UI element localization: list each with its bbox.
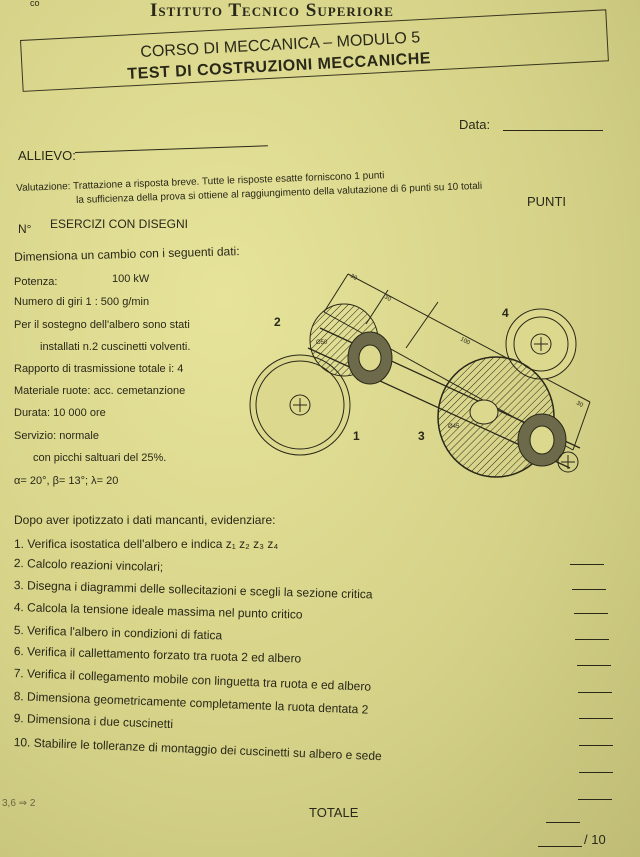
material-spec: Materiale ruote: acc. cemetanzione — [14, 385, 186, 397]
evaluation-label: Valutazione: — [16, 181, 71, 194]
problem-intro: Dimensiona un cambio con i seguenti dati… — [14, 244, 240, 264]
duration-spec: Durata: 10 000 ore — [14, 407, 106, 419]
task-3: 3. Disegna i diagrammi delle sollecitazi… — [13, 578, 373, 602]
angles-spec: α= 20°, β= 13°; λ= 20 — [14, 475, 119, 487]
task-7: 7. Verifica il collegamento mobile con l… — [13, 666, 372, 694]
section-title: ESERCIZI CON DISEGNI — [50, 217, 189, 231]
score-line-8[interactable] — [579, 745, 613, 746]
handwritten-note: 3,6 ⇒ 2 — [2, 798, 36, 809]
points-header: PUNTI — [527, 194, 566, 209]
power-label: Potenza: — [14, 276, 58, 288]
tasks-intro: Dopo aver ipotizzato i dati mancanti, ev… — [14, 513, 276, 527]
task-10: 10. Stabilire le tolleranze di montaggio… — [13, 735, 382, 764]
service-spec: Servizio: normale — [14, 430, 99, 442]
final-score-line[interactable] — [538, 846, 582, 847]
score-line-3[interactable] — [574, 613, 608, 614]
final-score: / 10 — [584, 832, 606, 847]
total-line[interactable] — [546, 822, 580, 823]
score-line-2[interactable] — [572, 589, 606, 590]
dim-label-1: 30 — [349, 273, 358, 282]
score-line-1[interactable] — [570, 564, 604, 565]
number-header: N° — [18, 222, 32, 236]
bearing-spec-1: Per il sostegno dell'albero sono stati — [14, 319, 190, 331]
task-6: 6. Verifica il callettamento forzato tra… — [13, 644, 302, 666]
ratio-spec: Rapporto di trasmissione totale i: 4 — [14, 363, 184, 375]
date-label: Data: — [459, 117, 491, 132]
score-line-6[interactable] — [578, 692, 612, 693]
score-line-4[interactable] — [575, 639, 609, 640]
date-field[interactable] — [503, 130, 603, 131]
gearbox-drawing: 30 30 100 30 Ø50 Ø45 1 2 3 4 — [249, 273, 591, 478]
institute-name: Istituto Tecnico Superiore — [150, 0, 394, 21]
task-2: 2. Calcolo reazioni vincolari; — [13, 556, 164, 574]
wheel-2-label: 2 — [274, 315, 281, 329]
score-line-7[interactable] — [579, 718, 613, 719]
wheel-1-label: 1 — [353, 429, 360, 443]
peaks-spec: con picchi saltuari del 25%. — [33, 452, 167, 464]
diameter-label-2: Ø45 — [448, 424, 460, 430]
dim-label-2: 30 — [383, 294, 392, 303]
task-1: 1. Verifica isostatica dell'albero e ind… — [14, 537, 279, 551]
student-label: ALLIEVO: — [18, 148, 76, 163]
total-label: TOTALE — [309, 805, 359, 820]
dim-label-4: 30 — [575, 400, 584, 409]
wheel-3-label: 3 — [418, 429, 425, 443]
score-line-10[interactable] — [578, 799, 612, 800]
corner-mark: co — [30, 0, 40, 8]
diameter-label-1: Ø50 — [316, 340, 328, 346]
task-5: 5. Verifica l'albero in condizioni di fa… — [13, 623, 223, 643]
student-field[interactable] — [75, 145, 268, 153]
rpm-spec: Numero di giri 1 : 500 g/min — [14, 296, 150, 308]
task-4: 4. Calcola la tensione ideale massima ne… — [13, 600, 303, 622]
wheel-4-label: 4 — [502, 306, 509, 320]
power-value: 100 kW — [112, 273, 150, 285]
task-9: 9. Dimensiona i due cuscinetti — [13, 711, 174, 732]
score-line-5[interactable] — [577, 665, 611, 666]
dim-label-3: 100 — [459, 336, 471, 346]
score-line-9[interactable] — [579, 772, 613, 773]
bearing-spec-2: installati n.2 cuscinetti volventi. — [40, 341, 191, 353]
